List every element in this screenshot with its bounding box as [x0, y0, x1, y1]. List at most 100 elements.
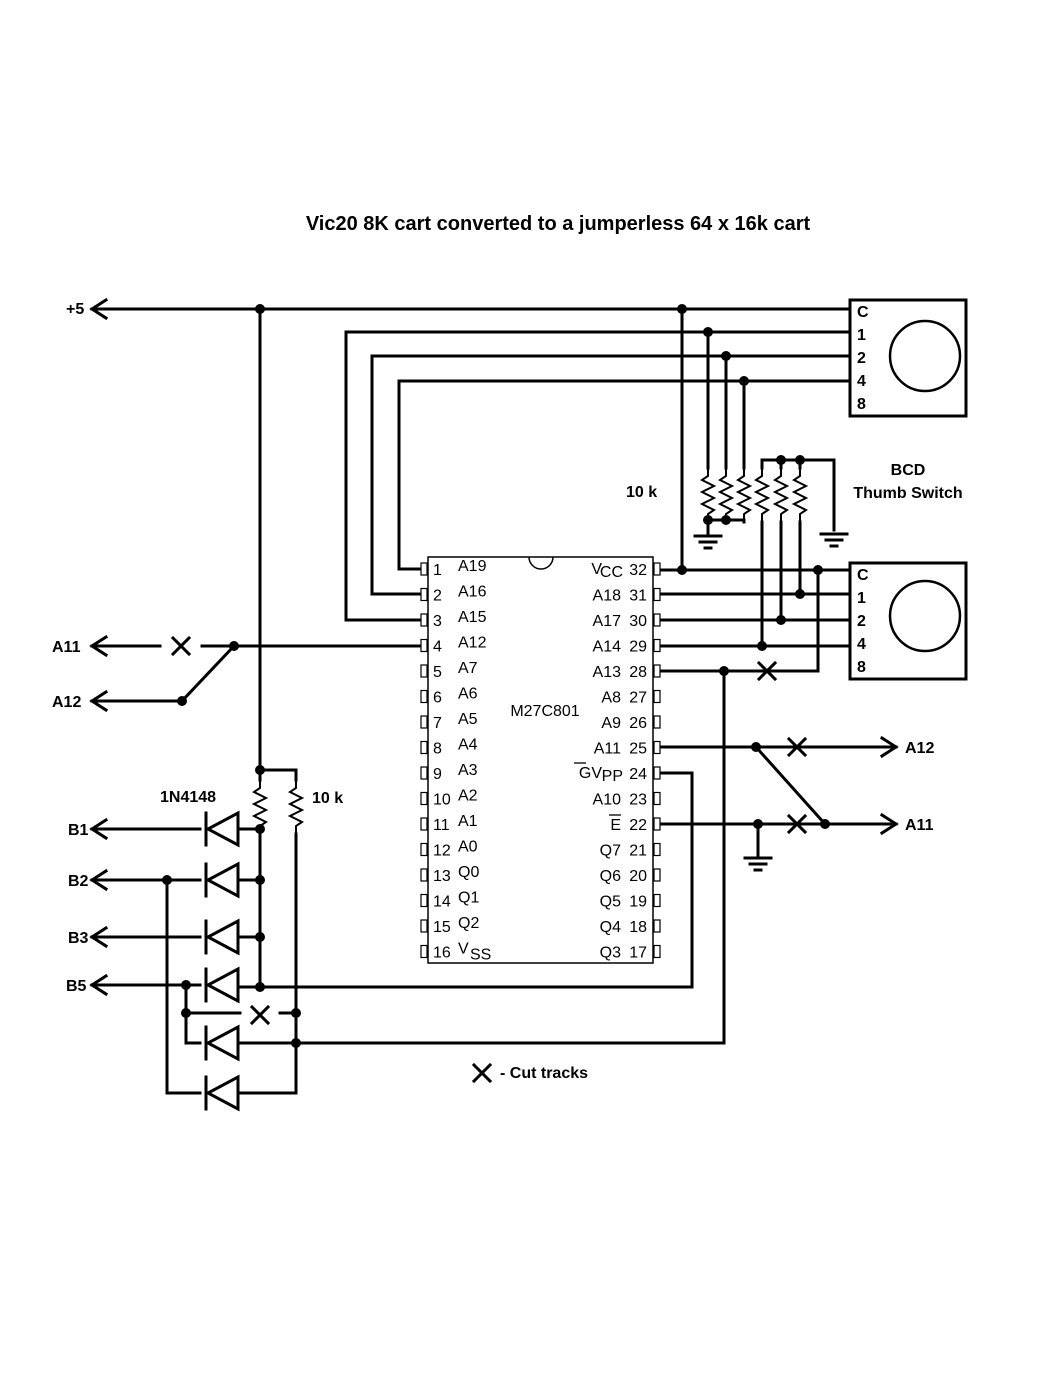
pin-number: 15	[433, 919, 451, 936]
pin-number: 29	[629, 639, 647, 656]
pin-number: 11	[433, 817, 450, 834]
bank-select-network	[90, 765, 726, 1111]
chip-name: M27C801	[510, 703, 579, 720]
diagram-title: Vic20 8K cart converted to a jumperless …	[306, 213, 811, 235]
pin-name: A1	[458, 813, 478, 830]
right-a11-a12-wiring	[658, 736, 898, 989]
chip-pin-11: 11 A1	[420, 813, 478, 834]
pin-name: A3	[458, 762, 478, 779]
pin-stub	[420, 587, 428, 602]
pin-stub	[653, 715, 661, 729]
pin-number: 31	[629, 588, 647, 605]
pin-number: 7	[433, 715, 442, 732]
pin-name: Q6	[600, 868, 621, 885]
pin-number: 10	[433, 792, 451, 809]
b5-label: B5	[66, 978, 87, 995]
pin-name: Q3	[600, 945, 621, 962]
pin-name: A2	[458, 788, 478, 805]
pin-name: A18	[593, 588, 622, 605]
pin-number: 24	[629, 766, 647, 783]
pin-name: Q7	[600, 843, 621, 860]
chip-pin-25: 25 A11	[594, 741, 661, 758]
plus5-rail	[90, 298, 852, 772]
pin-stub	[420, 740, 428, 755]
pin-name: A17	[593, 613, 622, 630]
pin-name: A15	[458, 609, 487, 626]
chip-pin-10: 10 A2	[420, 788, 478, 809]
pin-stub	[420, 689, 428, 704]
pin-name: A16	[458, 584, 487, 601]
pin-stub	[420, 893, 428, 908]
switch-bottom-pin-1: 1	[857, 590, 866, 607]
plus5-label: +5	[66, 301, 84, 318]
pin-number: 18	[629, 919, 647, 936]
chip-pin-14: 14 Q1	[420, 890, 479, 911]
pin-name: V	[458, 941, 469, 958]
switch-top-pin-4: 4	[857, 373, 866, 390]
a11-right-label: A11	[905, 817, 934, 834]
switch-top-pin-8: 8	[857, 396, 866, 413]
pin-number: 25	[629, 741, 647, 758]
b1-label: B1	[68, 822, 89, 839]
diode-label: 1N4148	[160, 789, 216, 806]
chip-pin-3: 3 A15	[420, 609, 487, 630]
switch-top-pin-2: 2	[857, 350, 866, 367]
switch-bottom-pin-c: C	[857, 567, 869, 584]
pin-name: A12	[458, 635, 487, 652]
pin-stub	[420, 715, 428, 729]
pin-number: 14	[433, 894, 451, 911]
pin-stub	[653, 944, 661, 959]
pin-number: 16	[433, 945, 451, 962]
legend-text: - Cut tracks	[500, 1065, 588, 1082]
pin-number: 30	[629, 613, 647, 630]
pin-stub	[653, 562, 661, 576]
switch-bottom-pin-8: 8	[857, 659, 866, 676]
pin-name: E	[610, 817, 621, 834]
pin-stub	[653, 664, 661, 678]
pin-stub	[653, 689, 661, 704]
pin-number: 27	[629, 690, 647, 707]
cut-tracks-legend: - Cut tracks	[472, 1063, 588, 1083]
pin-name: GV	[579, 765, 602, 782]
pin-name: A9	[601, 715, 621, 732]
pin-number: 23	[629, 792, 647, 809]
switch-label-line2: Thumb Switch	[853, 485, 962, 502]
pin-name: A10	[593, 792, 622, 809]
chip-pin-2: 2 A16	[420, 584, 487, 605]
pin-name: Q5	[600, 894, 621, 911]
pin-number: 28	[629, 664, 647, 681]
a12-right-label: A12	[905, 740, 934, 757]
pin-number: 6	[433, 690, 442, 707]
pin-stub	[420, 944, 428, 959]
pin-number: 2	[433, 588, 442, 605]
pin-name: A14	[593, 639, 622, 656]
pin-name: V	[591, 561, 602, 578]
pin-number: 26	[629, 715, 647, 732]
pin-stub	[653, 613, 661, 627]
pin-stub	[653, 868, 661, 882]
pin-stub	[653, 638, 661, 653]
bcd-switch-top: C 1 2 4 8	[848, 298, 968, 418]
bcd-switch-bottom: C 1 2 4 8	[848, 561, 968, 681]
pin-stub	[420, 842, 428, 857]
pin-number: 1	[433, 562, 442, 579]
pin-stub	[420, 791, 428, 806]
pin-name: A11	[594, 741, 621, 758]
pin-number: 3	[433, 613, 442, 630]
pin-stub	[653, 893, 661, 908]
pin-name: Q1	[458, 890, 479, 907]
pin-number: 8	[433, 741, 442, 758]
chip-pin-29: 29 A14	[593, 638, 661, 656]
pin-name: A4	[458, 737, 478, 754]
